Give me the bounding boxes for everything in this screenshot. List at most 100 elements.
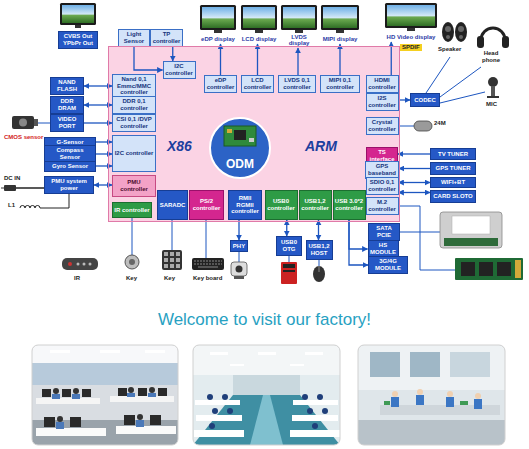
factory-photo xyxy=(230,364,244,366)
monitor-picture xyxy=(241,5,277,30)
part-label: Head phone xyxy=(476,50,506,63)
box-label: PMU system power xyxy=(46,178,92,191)
photo-frame xyxy=(193,345,340,445)
factory-photo xyxy=(194,400,340,437)
factory-photo xyxy=(417,389,423,395)
factory-photo xyxy=(145,350,165,353)
box-label: Compass Sensor xyxy=(46,147,94,160)
page-heading: Welcome to visit our factory! xyxy=(0,311,529,330)
factory-photo xyxy=(127,393,135,397)
box-label: USB1,2 HOST xyxy=(308,243,331,256)
box-label: HDMI controller xyxy=(368,77,397,90)
keyboard-icon xyxy=(192,220,224,270)
keypad-icon xyxy=(176,258,180,262)
factory-photo xyxy=(475,393,481,399)
monitor-picture xyxy=(280,4,318,34)
ssd-picture xyxy=(497,262,511,276)
odm-circle xyxy=(224,126,256,146)
mouse-icon xyxy=(319,260,320,266)
factory-photo xyxy=(312,423,318,429)
speaker-icon xyxy=(442,22,454,42)
hard-disk-picture xyxy=(440,212,502,248)
controller-box: eDP controller xyxy=(204,75,237,93)
box-label: I2S controller xyxy=(368,95,397,108)
interface-box: PHY xyxy=(230,240,248,252)
label-anchor: MIC xyxy=(486,101,497,108)
label-anchor: Head phone xyxy=(476,50,506,63)
knob-icon xyxy=(132,218,133,255)
box-label: DDR DRAM xyxy=(52,98,82,111)
factory-photo xyxy=(36,398,100,404)
monitor-picture xyxy=(281,5,317,30)
keypad-icon xyxy=(170,264,174,268)
controller-box: USB 3.0*2 controller xyxy=(333,190,366,220)
box-label: SDIO 0,1 controller xyxy=(368,179,397,192)
webcam-icon xyxy=(231,252,247,279)
headphone-icon xyxy=(481,28,505,40)
box-label: TV TUNER xyxy=(438,151,468,158)
bus-arrow xyxy=(220,44,221,75)
factory-photo xyxy=(124,415,135,425)
label-anchor: SPDIF xyxy=(400,44,422,51)
interface-box: WIFI+BT xyxy=(430,177,476,188)
label-anchor: Key board xyxy=(193,275,222,282)
controller-box: PS/2 controller xyxy=(189,190,224,220)
interface-box: 3G/4G MODULE xyxy=(368,256,408,274)
webcam-icon xyxy=(231,262,247,276)
label-anchor: Speaker xyxy=(438,46,461,53)
keypad-icon xyxy=(172,220,173,250)
monitor-picture xyxy=(199,4,237,34)
controller-box: I2S controller xyxy=(366,93,399,111)
ssd-picture xyxy=(461,262,475,276)
knob-icon xyxy=(129,259,135,265)
camera-icon xyxy=(12,116,34,129)
factory-photo xyxy=(42,389,51,397)
factory-photo xyxy=(305,352,323,355)
monitor-picture xyxy=(384,2,438,32)
part-label: CMOS sensor xyxy=(4,134,43,141)
mouse-icon xyxy=(313,260,325,282)
keypad-icon xyxy=(176,264,180,268)
factory-photo xyxy=(70,417,81,427)
display-monitor: HD Video display xyxy=(384,2,438,42)
factory-photo xyxy=(358,420,505,445)
remote-control xyxy=(89,263,92,266)
box-label: CARD SLOTO xyxy=(433,193,473,200)
label-anchor: 24M xyxy=(434,120,446,127)
box-label: LVDS 0,1 controller xyxy=(280,77,314,90)
tv-monitor xyxy=(62,5,94,23)
keypad-icon xyxy=(162,250,182,270)
part-label: SPDIF xyxy=(400,44,422,51)
box-label: 3G/4G MODULE xyxy=(370,258,406,271)
factory-photo xyxy=(290,364,304,366)
label-anchor: Key xyxy=(164,275,175,282)
box-label: I2C controller xyxy=(165,63,194,76)
odm-badge: ODM xyxy=(208,116,272,180)
part-label: Key xyxy=(164,275,175,282)
ssd-picture xyxy=(455,258,523,280)
factory-photo xyxy=(293,400,338,405)
monitor-picture xyxy=(255,30,263,33)
box-label: PMU controller xyxy=(114,179,154,192)
part-label: Key xyxy=(126,275,137,282)
box-label: SATA PCIE xyxy=(370,225,398,238)
bus-arrow xyxy=(399,99,411,100)
box-label: DDR 0,1 controller xyxy=(114,98,154,111)
hard-disk-picture xyxy=(444,238,498,246)
box-label: LVDS display xyxy=(281,34,317,47)
box-label: CODEC xyxy=(414,97,436,104)
interface-box: HS MODULE xyxy=(368,240,399,258)
dc-plug xyxy=(1,185,44,191)
keypad-icon xyxy=(164,252,180,268)
remote-control xyxy=(68,262,72,266)
controller-box: DDR 0,1 controller xyxy=(112,96,156,114)
hard-disk-picture xyxy=(452,216,490,234)
ssd-picture xyxy=(455,258,523,280)
audio-wire xyxy=(440,67,481,97)
monitor-picture xyxy=(385,3,437,28)
box-label: Gyro Sensor xyxy=(52,163,88,170)
remote-control xyxy=(62,258,98,270)
controller-box: I2C controller xyxy=(163,61,196,79)
dc-plug xyxy=(16,187,44,189)
